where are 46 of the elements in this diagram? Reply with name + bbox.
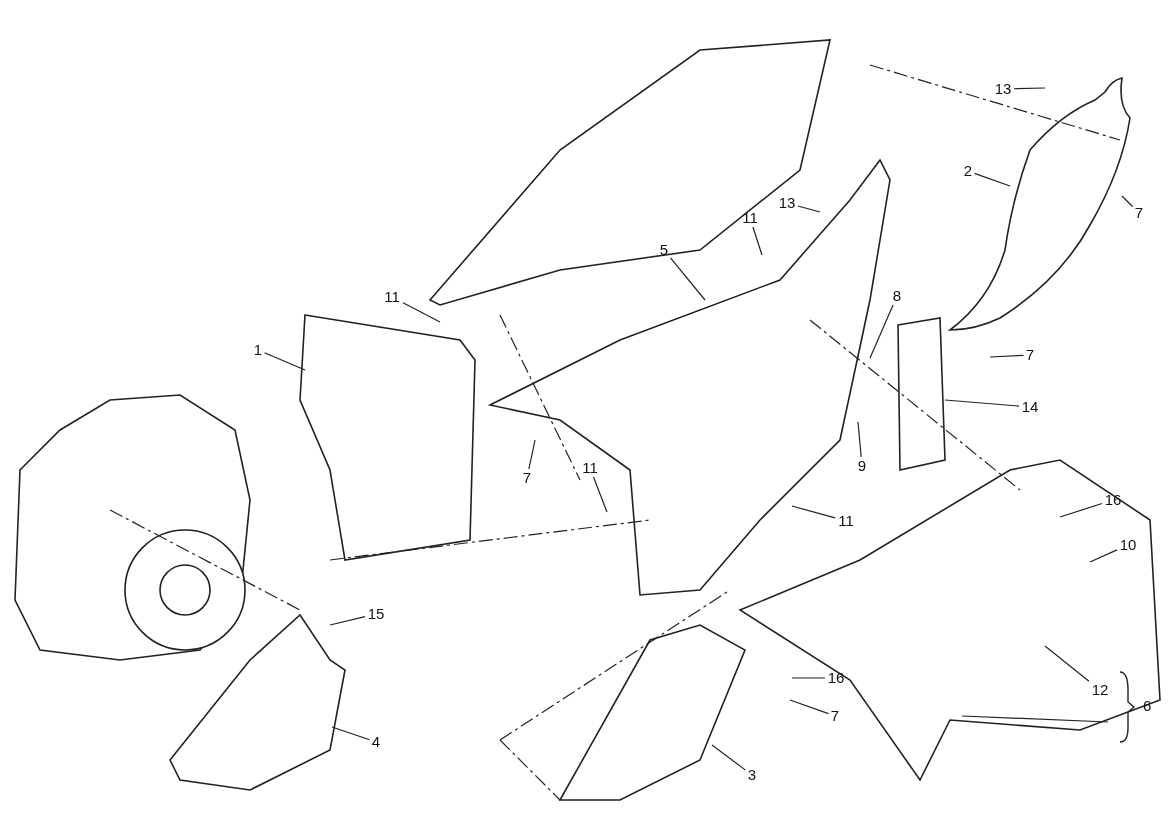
leader-line <box>791 677 826 679</box>
leader-line <box>669 257 706 301</box>
leader-line <box>789 699 830 715</box>
leader-line <box>1089 549 1118 563</box>
leader-line <box>752 226 763 256</box>
callout-number: 8 <box>892 287 902 305</box>
callout-number: 16 <box>1104 491 1122 509</box>
callout-number: 13 <box>994 80 1012 98</box>
leader-line <box>528 439 536 470</box>
callout-number: 11 <box>742 209 758 227</box>
leader-line <box>791 505 836 519</box>
leader-line <box>592 476 608 513</box>
leader-line <box>857 421 862 458</box>
callout-number: 11 <box>384 288 400 306</box>
callout-number: 7 <box>1134 204 1144 222</box>
callout-number: 9 <box>857 457 867 475</box>
callout-number: 14 <box>1021 398 1039 416</box>
callout-number: 16 <box>827 669 845 687</box>
callout-number: 3 <box>747 766 757 784</box>
leader-line <box>989 354 1025 358</box>
leader-line <box>263 352 306 371</box>
leader-line <box>329 616 366 626</box>
callout-number: 15 <box>367 605 385 623</box>
leader-line <box>1013 87 1046 90</box>
leader-line <box>1044 645 1090 682</box>
leader-line <box>711 744 747 771</box>
callout-number: 10 <box>1119 536 1137 554</box>
leader-line <box>797 205 821 213</box>
leader-line <box>1121 195 1134 208</box>
leader-line <box>869 304 894 359</box>
leader-line <box>944 399 1020 407</box>
callout-number: 4 <box>371 733 381 751</box>
callout-number: 11 <box>838 512 854 530</box>
callout-number: 12 <box>1091 681 1109 699</box>
callout-number: 11 <box>582 459 598 477</box>
leader-line <box>1059 502 1103 518</box>
leader-line <box>402 302 441 323</box>
callout-number: 1 <box>253 341 263 359</box>
callout-number: 2 <box>963 162 973 180</box>
callout-number: 7 <box>830 707 840 725</box>
leader-line <box>973 172 1011 187</box>
callout-number: 5 <box>659 241 669 259</box>
callout-number: 7 <box>1025 346 1035 364</box>
callout-number: 7 <box>522 469 532 487</box>
callout-number: 13 <box>778 194 796 212</box>
leader-line <box>331 726 371 741</box>
